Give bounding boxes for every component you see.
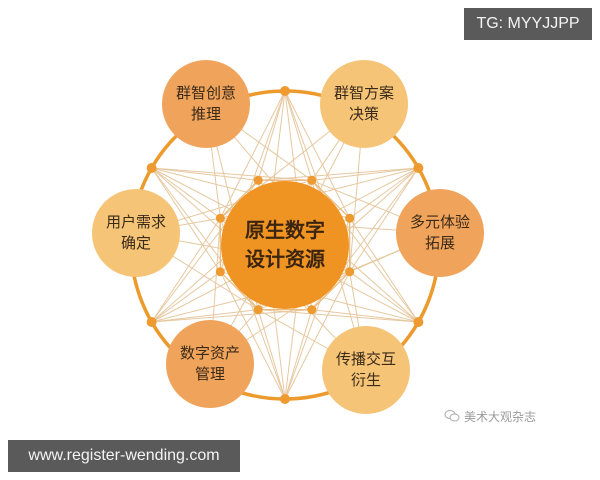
watermark-text: 美术大观杂志 (464, 409, 537, 424)
web-line (219, 90, 286, 219)
ring-dots (146, 86, 424, 404)
web-line (151, 167, 221, 273)
web-line (151, 217, 221, 323)
center-node (221, 181, 349, 309)
satellite-node-top-right (320, 60, 408, 148)
web-line (284, 90, 351, 219)
inner-dot (253, 305, 263, 315)
satellite-node-right (396, 189, 484, 277)
web-line (151, 167, 221, 219)
satellite-node-bottom-right (322, 326, 410, 414)
web-line (151, 167, 259, 181)
web-line (151, 309, 312, 323)
inner-dot (253, 175, 263, 185)
web-line (349, 217, 419, 323)
web-line (311, 167, 419, 181)
ring-dot (413, 317, 424, 327)
inner-dot (345, 213, 355, 223)
inner-dot (307, 175, 317, 185)
web-line (257, 90, 286, 181)
web-line (151, 167, 312, 181)
satellite-nodes (92, 60, 484, 414)
web-line (151, 271, 221, 323)
ring-dot (280, 394, 290, 404)
satellite-node-left (92, 189, 180, 277)
ring-dot (280, 86, 290, 96)
website-badge: www.register-wending.com (8, 440, 240, 472)
telegram-badge: TG: MYYJJPP (464, 8, 592, 40)
web-line (284, 309, 313, 400)
web-line (257, 309, 286, 400)
inner-dot (215, 213, 225, 223)
web-line (284, 271, 351, 400)
web-line (151, 309, 259, 323)
web-line (349, 167, 419, 273)
ring-dot (146, 163, 157, 173)
satellite-node-bottom-left (166, 320, 254, 408)
web-line (349, 271, 419, 323)
web-line (349, 167, 419, 219)
ring-dot (413, 163, 424, 173)
ring-dot (146, 317, 157, 327)
inner-dot (345, 267, 355, 277)
magazine-watermark: 美术大观杂志 (444, 407, 536, 425)
inner-dot (215, 267, 225, 277)
web-line (284, 90, 313, 181)
wechat-icon (444, 410, 460, 422)
satellite-node-top-left (162, 60, 250, 148)
inner-dot (307, 305, 317, 315)
